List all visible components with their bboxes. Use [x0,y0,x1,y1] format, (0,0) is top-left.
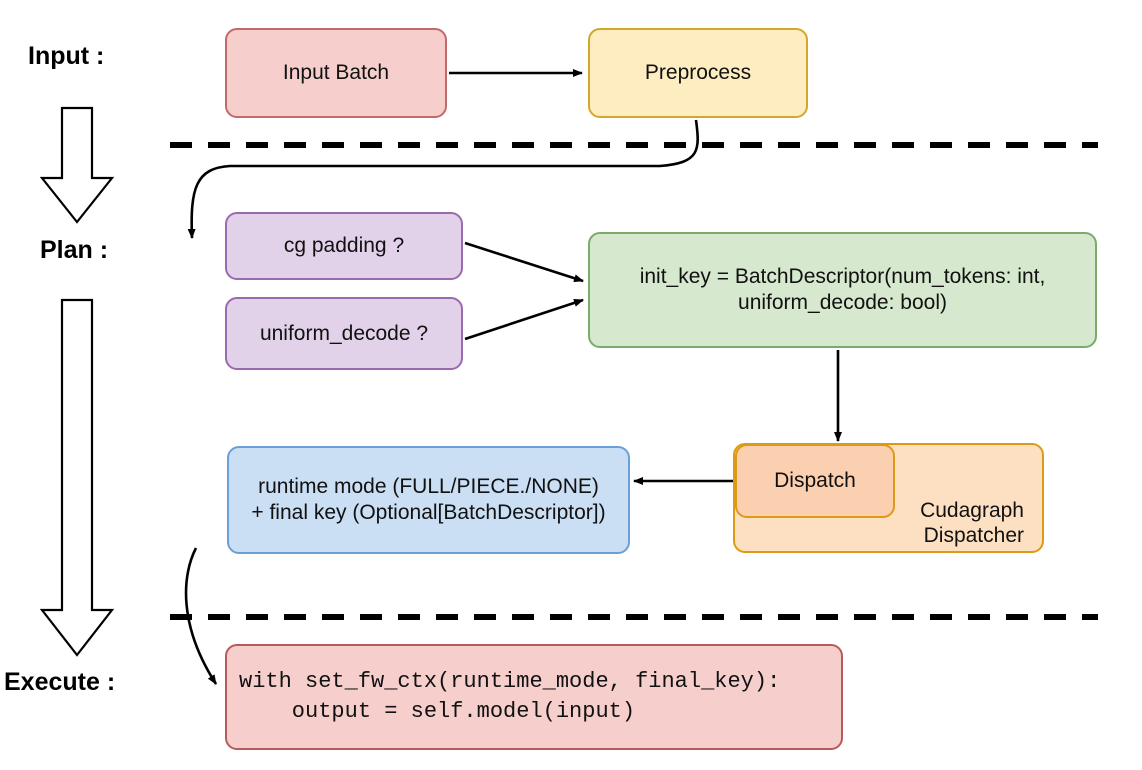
node-input-batch-label: Input Batch [282,61,390,85]
node-init-key[interactable]: init_key = BatchDescriptor(num_tokens: i… [588,232,1097,348]
cg-padding-to-init-key-arrow [464,241,584,283]
stage-label-execute: Execute : [4,668,116,696]
node-uniform-decode[interactable]: uniform_decode ? [225,297,463,370]
node-input-batch[interactable]: Input Batch [225,28,447,118]
runtime-mode-to-execute-code-arrow [184,547,218,685]
node-init-key-line1: init_key = BatchDescriptor(num_tokens: i… [639,265,1046,289]
stage-label-plan: Plan : [40,236,109,264]
node-dispatch[interactable]: Dispatch [735,444,895,518]
stage-label-input: Input : [28,42,105,70]
node-preprocess-label: Preprocess [644,61,752,85]
node-execute-code[interactable]: with set_fw_ctx(runtime_mode, final_key)… [225,644,843,750]
plan-to-execute-block-arrow [39,298,115,657]
node-runtime-mode[interactable]: runtime mode (FULL/PIECE./NONE) + final … [227,446,630,554]
preprocess-to-cg-padding-arrow [187,119,699,239]
node-dispatch-label: Dispatch [774,469,856,493]
node-cg-padding[interactable]: cg padding ? [225,212,463,280]
node-cudagraph-dispatcher-line2: Dispatcher [923,524,1024,548]
node-preprocess[interactable]: Preprocess [588,28,808,118]
node-runtime-mode-line1: runtime mode (FULL/PIECE./NONE) [258,475,599,499]
node-uniform-decode-label: uniform_decode ? [259,321,429,345]
node-execute-code-line2: output = self.model(input) [239,699,636,724]
input-to-plan-block-arrow [39,106,115,224]
node-runtime-mode-line2: + final key (Optional[BatchDescriptor]) [251,501,606,524]
uniform-decode-to-init-key-arrow [464,298,584,341]
node-cg-padding-label: cg padding ? [283,234,405,258]
node-init-key-line2: uniform_decode: bool) [738,291,947,314]
node-execute-code-line1: with set_fw_ctx(runtime_mode, final_key)… [239,669,781,695]
node-cudagraph-dispatcher-line1: Cudagraph [920,498,1024,522]
